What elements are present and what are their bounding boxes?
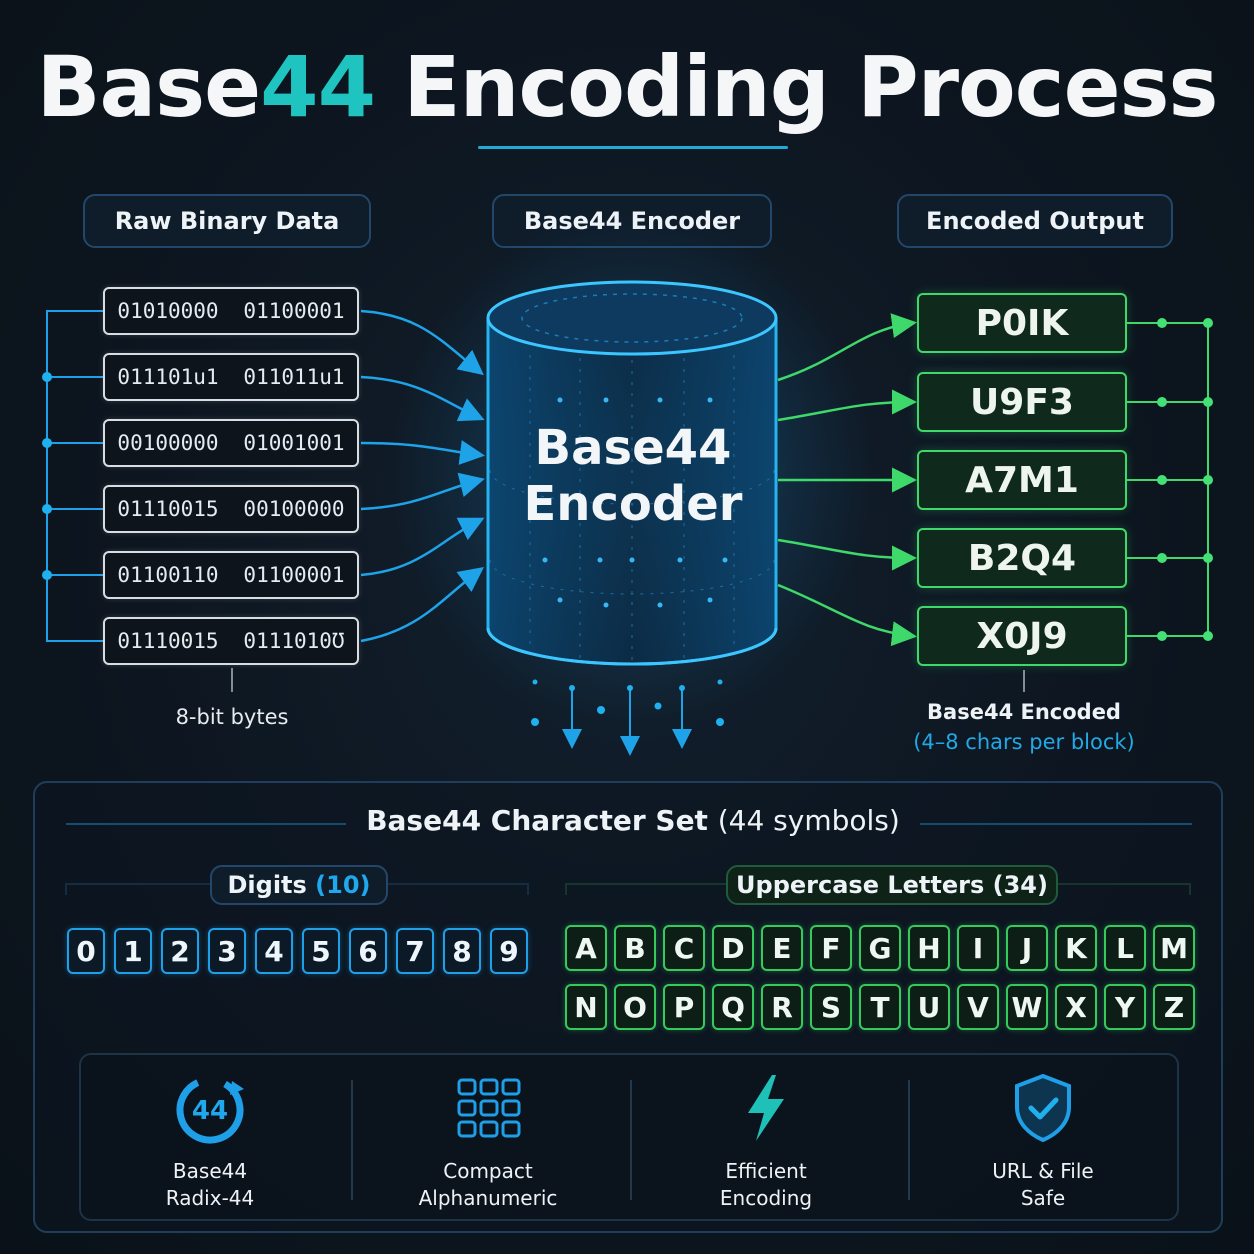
stage-label-output: Encoded Output <box>897 194 1173 248</box>
letter-key: J <box>1006 925 1048 971</box>
charset-heading: Base44 Character Set (44 symbols) <box>366 804 900 837</box>
letter-key: Y <box>1104 984 1146 1030</box>
lightning-icon <box>748 1075 784 1141</box>
letter-key: F <box>810 925 852 971</box>
digits-group-label: Digits (10) <box>210 865 388 905</box>
divider <box>351 1080 353 1200</box>
digit-key: 7 <box>396 928 434 974</box>
encoder-cylinder <box>486 280 778 666</box>
digit-key: 3 <box>208 928 246 974</box>
output-bracket <box>1127 322 1209 637</box>
encoded-block: U9F3 <box>917 372 1127 432</box>
letter-key: W <box>1006 984 1048 1030</box>
letter-key: L <box>1104 925 1146 971</box>
letter-key: A <box>565 925 607 971</box>
input-bracket <box>46 310 103 642</box>
letter-key: X <box>1055 984 1097 1030</box>
grid-icon <box>457 1078 521 1138</box>
title-underline <box>478 146 788 149</box>
letter-key: E <box>761 925 803 971</box>
encoded-block: P0IK <box>917 293 1127 353</box>
output-arrows <box>777 313 917 647</box>
digit-key: 5 <box>302 928 340 974</box>
digit-key: 6 <box>349 928 387 974</box>
letter-key: G <box>859 925 901 971</box>
digit-key: 9 <box>490 928 528 974</box>
encoder-label: Base44 Encoder <box>523 420 743 532</box>
divider <box>908 1080 910 1200</box>
letter-key: Q <box>712 984 754 1030</box>
divider <box>630 1080 632 1200</box>
page-title: Base44 Encoding Process <box>36 38 1218 136</box>
letter-key: B <box>614 925 656 971</box>
letter-key: Z <box>1153 984 1195 1030</box>
output-caption-detail: (4–8 chars per block) <box>913 730 1135 754</box>
letter-key: C <box>663 925 705 971</box>
digit-key: 0 <box>67 928 105 974</box>
stage-label-input: Raw Binary Data <box>83 194 371 248</box>
letter-key: O <box>614 984 656 1030</box>
letters-group-label: Uppercase Letters (34) <box>726 865 1058 905</box>
encoded-block: X0J9 <box>917 606 1127 666</box>
input-arrows <box>360 309 485 643</box>
letter-key: S <box>810 984 852 1030</box>
letter-key: M <box>1153 925 1195 971</box>
letter-key: D <box>712 925 754 971</box>
letter-key: I <box>957 925 999 971</box>
digit-key: 8 <box>443 928 481 974</box>
letter-key: K <box>1055 925 1097 971</box>
letter-key: P <box>663 984 705 1030</box>
radix-44-icon: 44 <box>176 1076 244 1144</box>
encoded-block: B2Q4 <box>917 528 1127 588</box>
digit-key: 2 <box>161 928 199 974</box>
letter-key: T <box>859 984 901 1030</box>
letter-key: R <box>761 984 803 1030</box>
letter-key: V <box>957 984 999 1030</box>
letter-key: U <box>908 984 950 1030</box>
output-caption: Base44 Encoded <box>927 700 1121 724</box>
bracket-nodes <box>42 372 52 580</box>
feature-panel <box>79 1053 1179 1221</box>
radix-44-icon-text: 44 <box>192 1096 228 1126</box>
letter-key: H <box>908 925 950 971</box>
digit-key: 4 <box>255 928 293 974</box>
letter-key: N <box>565 984 607 1030</box>
shield-check-icon <box>1015 1073 1071 1143</box>
input-caption: 8-bit bytes <box>175 705 289 729</box>
digit-key: 1 <box>114 928 152 974</box>
encoded-block: A7M1 <box>917 450 1127 510</box>
output-stream <box>562 688 692 756</box>
